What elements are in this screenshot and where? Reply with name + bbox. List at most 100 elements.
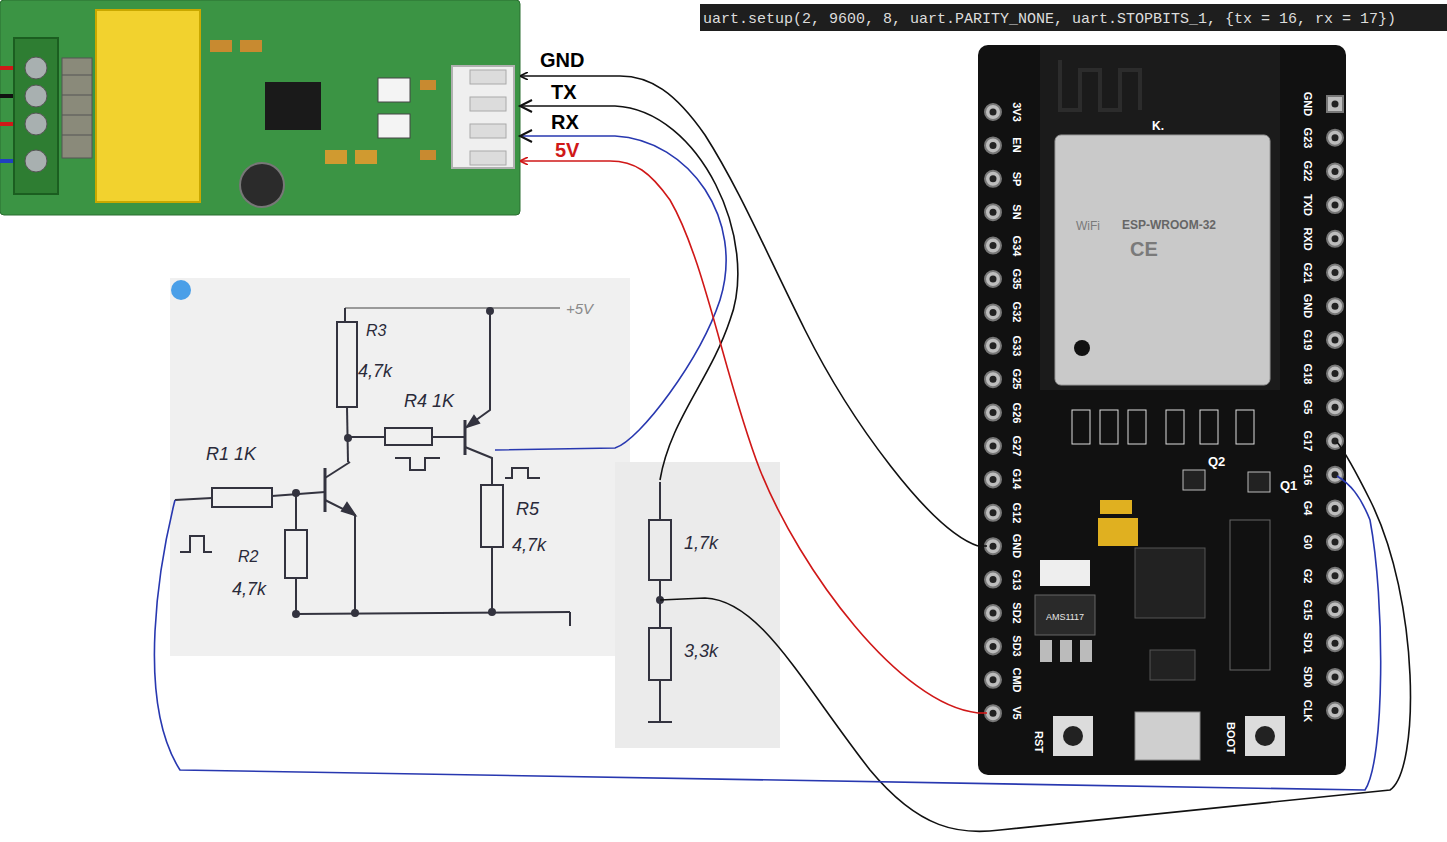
pin-name: G4 xyxy=(1302,501,1314,516)
pin-hole xyxy=(990,543,997,550)
pin-name-slot: EN xyxy=(1009,138,1027,153)
pin-name: G23 xyxy=(1302,127,1314,148)
header-pin xyxy=(985,137,1001,153)
header-pin xyxy=(1327,96,1343,112)
pin-name-slot: TXD xyxy=(1300,194,1318,216)
button-name-slot: RST xyxy=(1031,731,1049,753)
pin-name-slot: CMD xyxy=(1009,667,1027,692)
pin-hole xyxy=(1332,269,1339,276)
component-value-slot: 4,7k xyxy=(232,580,266,600)
header-pin xyxy=(985,204,1001,220)
module-logo-slot: WiFi xyxy=(1076,216,1100,234)
pin-name-slot: G18 xyxy=(1300,363,1318,384)
header-pin xyxy=(985,271,1001,287)
connector-pin-label: 5V xyxy=(555,139,579,161)
pin-hole xyxy=(990,276,997,283)
header-pin xyxy=(985,572,1001,588)
module-name: ESP-WROOM-32 xyxy=(1122,219,1216,232)
pin-name-slot: G13 xyxy=(1009,569,1027,590)
component-value-slot: 3,3k xyxy=(684,642,718,662)
component-value: +5V xyxy=(566,301,593,318)
pin-name-slot: GND xyxy=(1300,294,1318,318)
pin-hole xyxy=(1332,673,1339,680)
pin-name-slot: G15 xyxy=(1300,599,1318,620)
header-pin xyxy=(1327,130,1343,146)
pzem-board-art xyxy=(0,0,520,215)
component-value: 4,7k xyxy=(232,580,266,600)
pin-name-slot: G16 xyxy=(1300,464,1318,485)
header-pin xyxy=(985,505,1001,521)
pin-name: G16 xyxy=(1302,464,1314,485)
pin-name: G33 xyxy=(1011,335,1023,356)
pin-hole xyxy=(1332,370,1339,377)
pin-hole xyxy=(1332,235,1339,242)
certification-mark: CE xyxy=(1130,238,1158,260)
pzem-module: GNDTXRX5V xyxy=(0,0,520,215)
header-pin xyxy=(1327,197,1343,213)
component-value: R1 1K xyxy=(206,445,256,465)
pin-name: CMD xyxy=(1011,667,1023,692)
pin-name-slot: G19 xyxy=(1300,329,1318,350)
connector-pin-label-slot: 5V xyxy=(555,139,579,161)
pin-name: GND xyxy=(1011,534,1023,558)
pin-name-slot: GND xyxy=(1300,92,1318,116)
pin-name: G12 xyxy=(1011,502,1023,523)
pin-hole xyxy=(1332,404,1339,411)
pin-name: V5 xyxy=(1011,706,1023,719)
pin-hole xyxy=(1332,101,1339,108)
pin-name-slot: G23 xyxy=(1300,127,1318,148)
pin-name: SD3 xyxy=(1011,636,1023,657)
board-mark: K. xyxy=(1152,120,1164,133)
component-value: 1,7k xyxy=(684,534,718,554)
pin-name: CLK xyxy=(1302,699,1314,722)
header-pin xyxy=(985,471,1001,487)
pin-hole xyxy=(1332,505,1339,512)
header-pin xyxy=(1327,635,1343,651)
pin-name: RXD xyxy=(1302,227,1314,250)
pin-hole xyxy=(990,175,997,182)
pin-hole xyxy=(990,643,997,650)
component-value: R4 1K xyxy=(404,392,454,412)
pin-name-slot: G25 xyxy=(1009,369,1027,390)
pin-name: TXD xyxy=(1302,194,1314,216)
header-pin xyxy=(1327,163,1343,179)
component-value-slot: 1,7k xyxy=(684,534,718,554)
pin-name: 3V3 xyxy=(1011,102,1023,122)
module-name-slot: ESP-WROOM-32 xyxy=(1122,215,1216,233)
pin-name: G25 xyxy=(1011,369,1023,390)
connector-pin-label-slot: RX xyxy=(551,111,579,133)
pin-hole xyxy=(990,142,997,149)
wire xyxy=(520,76,978,546)
header-pin xyxy=(985,171,1001,187)
part-name-slot: Q2 xyxy=(1208,452,1225,470)
pin-name-slot: G14 xyxy=(1009,469,1027,490)
pin-hole xyxy=(990,342,997,349)
pin-name-slot: G12 xyxy=(1009,502,1027,523)
pin-name: SD1 xyxy=(1302,632,1314,653)
component-value: 4,7k xyxy=(358,362,392,382)
component-value: R3 xyxy=(366,322,386,340)
voltage-divider-schematic xyxy=(615,462,780,748)
component-value-slot: 4,7k xyxy=(512,536,546,556)
pin-name-slot: G34 xyxy=(1009,235,1027,256)
pin-hole xyxy=(1332,168,1339,175)
esp32-board-art xyxy=(978,45,1346,775)
pin-name-slot: RXD xyxy=(1300,227,1318,250)
pin-name-slot: G26 xyxy=(1009,402,1027,423)
pin-name: G15 xyxy=(1302,599,1314,620)
pin-name: GND xyxy=(1302,92,1314,116)
pin-name: G26 xyxy=(1011,402,1023,423)
header-pin xyxy=(1327,500,1343,516)
chip-marking: AMS1117 xyxy=(1046,613,1084,623)
pin-name-slot: G22 xyxy=(1300,161,1318,182)
pin-name: G5 xyxy=(1302,400,1314,415)
pin-hole xyxy=(1332,572,1339,579)
pin-name-slot: SN xyxy=(1009,205,1027,220)
pin-hole xyxy=(1332,202,1339,209)
chip-marking-slot: AMS1117 xyxy=(1046,606,1084,624)
header-pin xyxy=(1327,399,1343,415)
pin-hole xyxy=(990,476,997,483)
pin-name-slot: SD0 xyxy=(1300,666,1318,687)
connector-pin-label: TX xyxy=(551,81,577,103)
